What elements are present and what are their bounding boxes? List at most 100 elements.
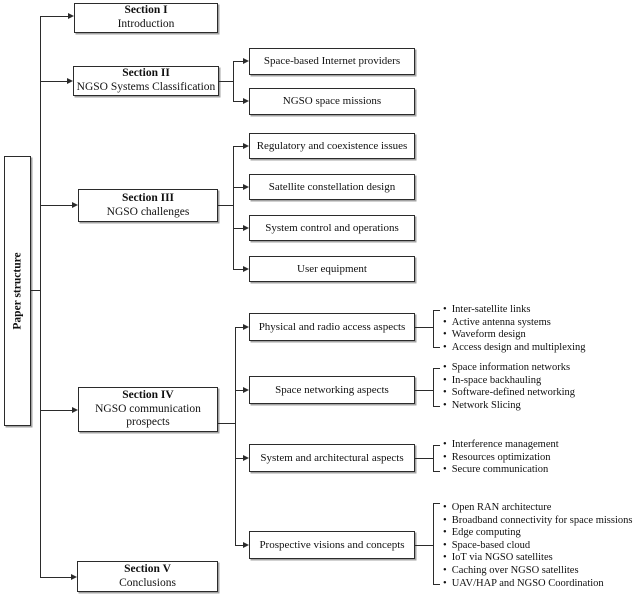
connector-s3-child-2: [233, 187, 243, 188]
s3-child-2-box: Satellite constellation design: [249, 174, 415, 200]
connector-section-1: [40, 16, 68, 17]
connector-s4-child-4: [235, 545, 243, 546]
bracket-2: [433, 368, 434, 407]
list-item: Caching over NGSO satellites: [443, 565, 632, 578]
s2-child-1-box: Space-based Internet providers: [249, 48, 415, 75]
arrow-s2-child-1-icon: [242, 58, 249, 64]
connector-section-3: [40, 205, 72, 206]
section-1-box: Section I Introduction: [74, 3, 218, 33]
s4-child-2-box: Space networking aspects: [249, 376, 415, 404]
section-3-subtitle: NGSO challenges: [106, 205, 190, 218]
list-item: Resources optimization: [443, 452, 559, 465]
s4-child-1-box: Physical and radio access aspects: [249, 313, 415, 341]
s4-child-2-label: Space networking aspects: [275, 383, 389, 396]
root-box-paper-structure: Paper structure: [4, 156, 31, 426]
list-item: Broadband connectivity for space mission…: [443, 515, 633, 528]
s4-child-1-label: Physical and radio access aspects: [258, 320, 406, 333]
section-5-title: Section V: [124, 562, 171, 575]
arrow-section-3-icon: [71, 202, 78, 208]
bullet-list-2: Space information networks In-space back…: [443, 362, 575, 412]
connector-bullets-1: [415, 327, 433, 328]
bracket-3-top-tick: [433, 445, 440, 446]
section-2-title: Section II: [122, 67, 170, 80]
spine-line: [40, 16, 41, 577]
arrow-section-2-icon: [66, 78, 73, 84]
connector-s3-child-4: [233, 269, 243, 270]
list-item: UAV/HAP and NGSO Coordination: [443, 578, 632, 591]
s3-child-1-box: Regulatory and coexistence issues: [249, 133, 415, 159]
section-2-branch-stub: [219, 81, 233, 82]
connector-bullets-2: [415, 390, 433, 391]
arrow-section-5-icon: [70, 574, 77, 580]
s3-child-4-box: User equipment: [249, 256, 415, 282]
bracket-1-bottom-tick: [433, 347, 440, 348]
section-3-box: Section III NGSO challenges: [78, 189, 218, 222]
bracket-2-top-tick: [433, 368, 440, 369]
section-5-box: Section V Conclusions: [77, 561, 218, 592]
s2-child-1-label: Space-based Internet providers: [263, 55, 401, 68]
list-item: Edge computing: [443, 527, 632, 540]
list-item: Active antenna systems: [443, 317, 586, 330]
list-item: Inter-satellite links: [443, 304, 586, 317]
s4-child-3-label: System and architectural aspects: [260, 451, 404, 464]
s2-child-2-label: NGSO space missions: [282, 95, 382, 108]
section-4-branch-spine: [235, 327, 236, 545]
bracket-4: [433, 503, 434, 585]
arrow-s3-child-2-icon: [242, 184, 249, 190]
connector-section-5: [40, 577, 71, 578]
bracket-1-top-tick: [433, 310, 440, 311]
bracket-3: [433, 445, 434, 472]
s3-child-3-box: System control and operations: [249, 215, 415, 241]
connector-s3-child-3: [233, 228, 243, 229]
section-1-subtitle: Introduction: [117, 18, 175, 30]
root-label: Paper structure: [11, 252, 24, 330]
arrow-s4-child-2-icon: [242, 387, 249, 393]
section-1-title: Section I: [124, 4, 168, 17]
section-5-subtitle: Conclusions: [119, 576, 176, 589]
section-3-branch-spine: [233, 146, 234, 269]
section-4-branch-stub: [218, 423, 235, 424]
connector-s2-child-2: [233, 101, 243, 102]
section-3-branch-stub: [218, 205, 233, 206]
bracket-2-bottom-tick: [433, 406, 440, 407]
bullet-list-4: Open RAN architecture Broadband connecti…: [443, 502, 633, 591]
bracket-4-bottom-tick: [433, 584, 440, 585]
list-item: Space-based cloud: [443, 540, 632, 553]
arrow-s3-child-3-icon: [242, 225, 249, 231]
s3-child-2-label: Satellite constellation design: [268, 180, 396, 193]
bracket-4-top-tick: [433, 503, 440, 504]
connector-s4-child-3: [235, 458, 243, 459]
connector-s2-child-1: [233, 61, 243, 62]
section-4-box: Section IV NGSO communication prospects: [78, 387, 218, 432]
arrow-s4-child-1-icon: [242, 324, 249, 330]
list-item: Waveform design: [443, 329, 586, 342]
list-item: Open RAN architecture: [443, 502, 632, 515]
arrow-s2-child-2-icon: [242, 98, 249, 104]
list-item: Secure communication: [443, 464, 559, 477]
s3-child-4-label: User equipment: [297, 262, 367, 275]
list-item: Access design and multiplexing: [443, 342, 586, 355]
connector-s3-child-1: [233, 146, 243, 147]
connector-section-2: [40, 81, 67, 82]
section-2-box: Section II NGSO Systems Classification: [73, 66, 219, 96]
connector-bullets-4: [415, 545, 433, 546]
connector-root-to-spine: [31, 290, 40, 291]
list-item: In-space backhauling: [443, 375, 575, 388]
section-3-title: Section III: [121, 191, 175, 204]
arrow-s3-child-4-icon: [242, 266, 249, 272]
s4-child-4-label: Prospective visions and concepts: [259, 538, 405, 551]
section-2-branch-spine: [233, 61, 234, 102]
bullet-list-3: Interference management Resources optimi…: [443, 439, 559, 477]
connector-bullets-3: [415, 458, 433, 459]
s3-child-3-label: System control and operations: [265, 221, 399, 234]
connector-s4-child-1: [235, 327, 243, 328]
arrow-s3-child-1-icon: [242, 143, 249, 149]
list-item: Interference management: [443, 439, 559, 452]
arrow-s4-child-3-icon: [242, 455, 249, 461]
connector-s4-child-2: [235, 390, 243, 391]
bracket-3-bottom-tick: [433, 471, 440, 472]
list-item: Network Slicing: [443, 400, 575, 413]
section-4-subtitle: NGSO communication prospects: [95, 402, 201, 429]
list-item: Space information networks: [443, 362, 575, 375]
